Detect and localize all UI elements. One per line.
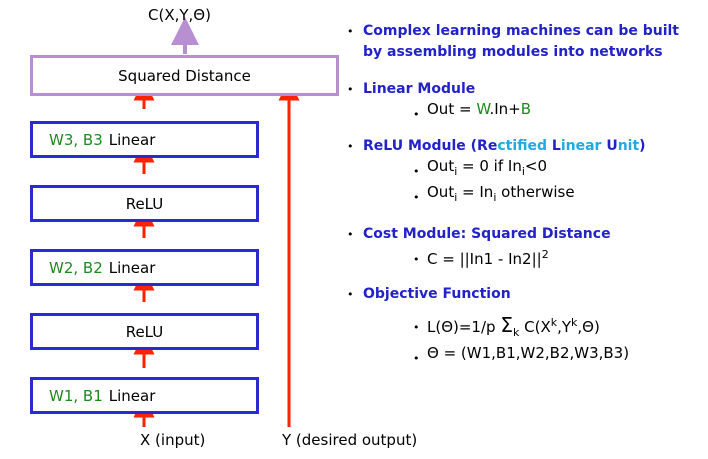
- module-params: W1, B1: [49, 386, 103, 405]
- module-name: ReLU: [125, 194, 164, 213]
- squared-distance-label: Squared Distance: [118, 66, 251, 85]
- linear-module-3: W3, B3 Linear: [30, 121, 259, 158]
- module-params: W2, B2: [49, 258, 103, 277]
- theta-definition: • Θ = (W1,B1,W2,B2,W3,B3): [347, 343, 703, 365]
- relu-line-1: • Outi = 0 if Ini<0: [347, 156, 703, 182]
- bullet-relu: • ReLU Module (Rectified Linear Unit): [347, 135, 703, 156]
- bullet-dot-icon: •: [413, 321, 420, 334]
- bullet-dot-icon: •: [347, 83, 354, 96]
- bullet-dot-icon: •: [347, 288, 354, 301]
- relu-line-2: • Outi = Ini otherwise: [347, 182, 703, 208]
- output-label: C(X,Y,Θ): [148, 6, 211, 24]
- linear-module-1: W1, B1 Linear: [30, 377, 259, 414]
- cost-formula: • C = ||In1 - In2||2: [413, 248, 549, 268]
- module-name: Linear: [108, 386, 156, 405]
- arrows-layer: [133, 17, 300, 427]
- bias-symbol: B: [520, 100, 532, 118]
- bullet-dot-icon: •: [347, 140, 354, 153]
- module-params: W3, B3: [49, 130, 103, 149]
- formula-part: Out =: [427, 100, 477, 118]
- bullet-objective: • Objective Function: [347, 283, 703, 304]
- weight-symbol: W: [476, 100, 490, 118]
- input-label: X (input): [140, 431, 206, 449]
- bullet-dot-icon: •: [413, 352, 420, 365]
- bullet-dot-icon: •: [347, 25, 354, 38]
- linear-formula: • Out = W.In+B: [347, 99, 703, 121]
- bullet-linear: • Linear Module: [347, 78, 703, 99]
- linear-title: Linear Module: [363, 81, 476, 97]
- bullet-dot-icon: •: [413, 253, 420, 266]
- relu-title: ReLU Module (Rectified Linear Unit): [363, 138, 646, 154]
- bullet-dot-icon: •: [347, 228, 354, 241]
- bullet-dot-icon: •: [413, 191, 420, 204]
- intro-text: Complex learning machines can be built b…: [363, 23, 679, 60]
- linear-module-2: W2, B2 Linear: [30, 249, 259, 286]
- module-name: Linear: [108, 130, 156, 149]
- squared-distance-module: Squared Distance: [30, 55, 339, 96]
- relu-module-2: ReLU: [30, 185, 259, 222]
- sigma-symbol: Σ: [500, 313, 513, 337]
- module-name: Linear: [108, 258, 156, 277]
- bullet-dot-icon: •: [413, 108, 420, 121]
- relu-module-1: ReLU: [30, 313, 259, 350]
- cost-title: Cost Module: Squared Distance: [363, 226, 611, 242]
- bullet-list: • Complex learning machines can be built…: [347, 20, 703, 365]
- bullet-cost: • Cost Module: Squared Distance: [347, 223, 703, 244]
- target-label: Y (desired output): [282, 431, 418, 449]
- module-name: ReLU: [125, 322, 164, 341]
- bullet-intro: • Complex learning machines can be built…: [347, 20, 703, 62]
- bullet-dot-icon: •: [413, 165, 420, 178]
- formula-part: .In+: [489, 100, 521, 118]
- objective-title: Objective Function: [363, 286, 511, 302]
- objective-formula: • L(Θ)=1/p Σk C(Xk,Yk,Θ): [413, 313, 600, 339]
